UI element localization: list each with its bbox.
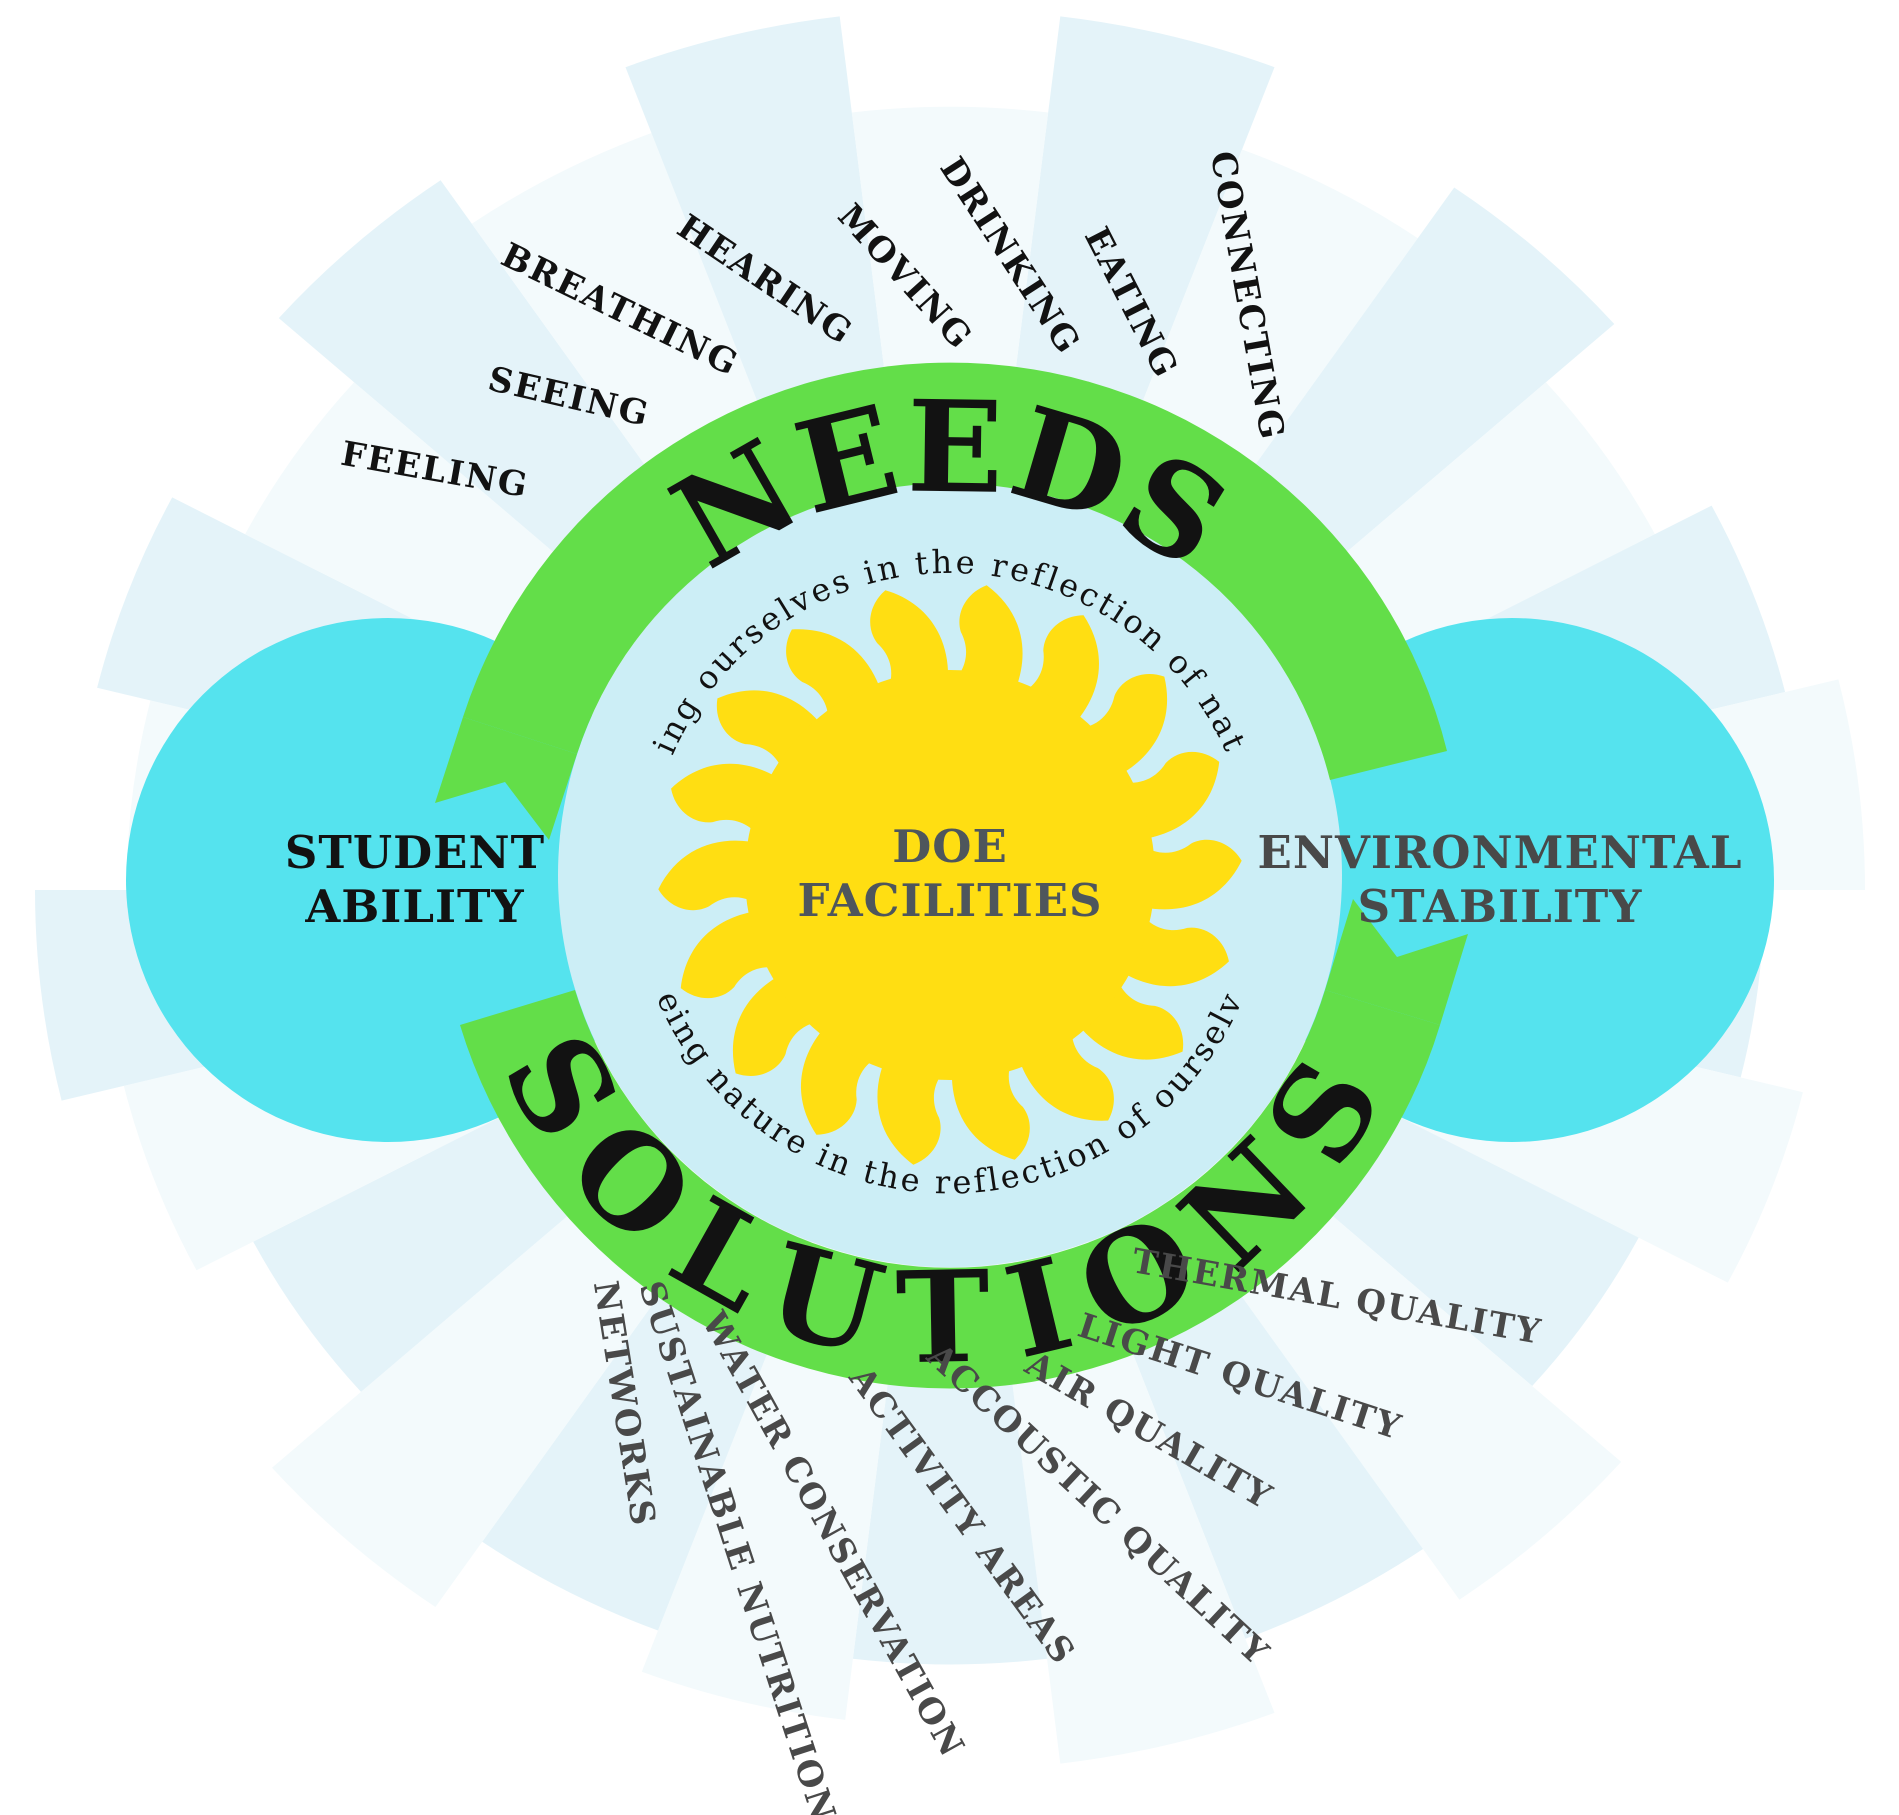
sun-title-line2: FACILITIES [797,874,1102,927]
solutions-band-tail [1325,899,1468,1025]
needs-band-tail [435,717,577,840]
sun-petal [1130,839,1242,910]
sun-petal [658,840,770,911]
environmental-stability-line2: STABILITY [1358,880,1643,933]
sun-title-line1: DOE [892,820,1008,873]
solutions-band [460,990,1440,1389]
student-ability-line2: ABILITY [304,880,524,933]
sun-title: DOE FACILITIES [797,820,1102,927]
student-ability-line1: STUDENT [285,826,545,879]
sun-body [745,670,1155,1080]
needs-band [463,362,1447,780]
student-ability-title: STUDENT ABILITY [285,826,545,933]
environmental-stability-line1: ENVIRONMENTAL [1258,826,1743,879]
environmental-stability-title: ENVIRONMENTAL STABILITY [1258,826,1743,933]
